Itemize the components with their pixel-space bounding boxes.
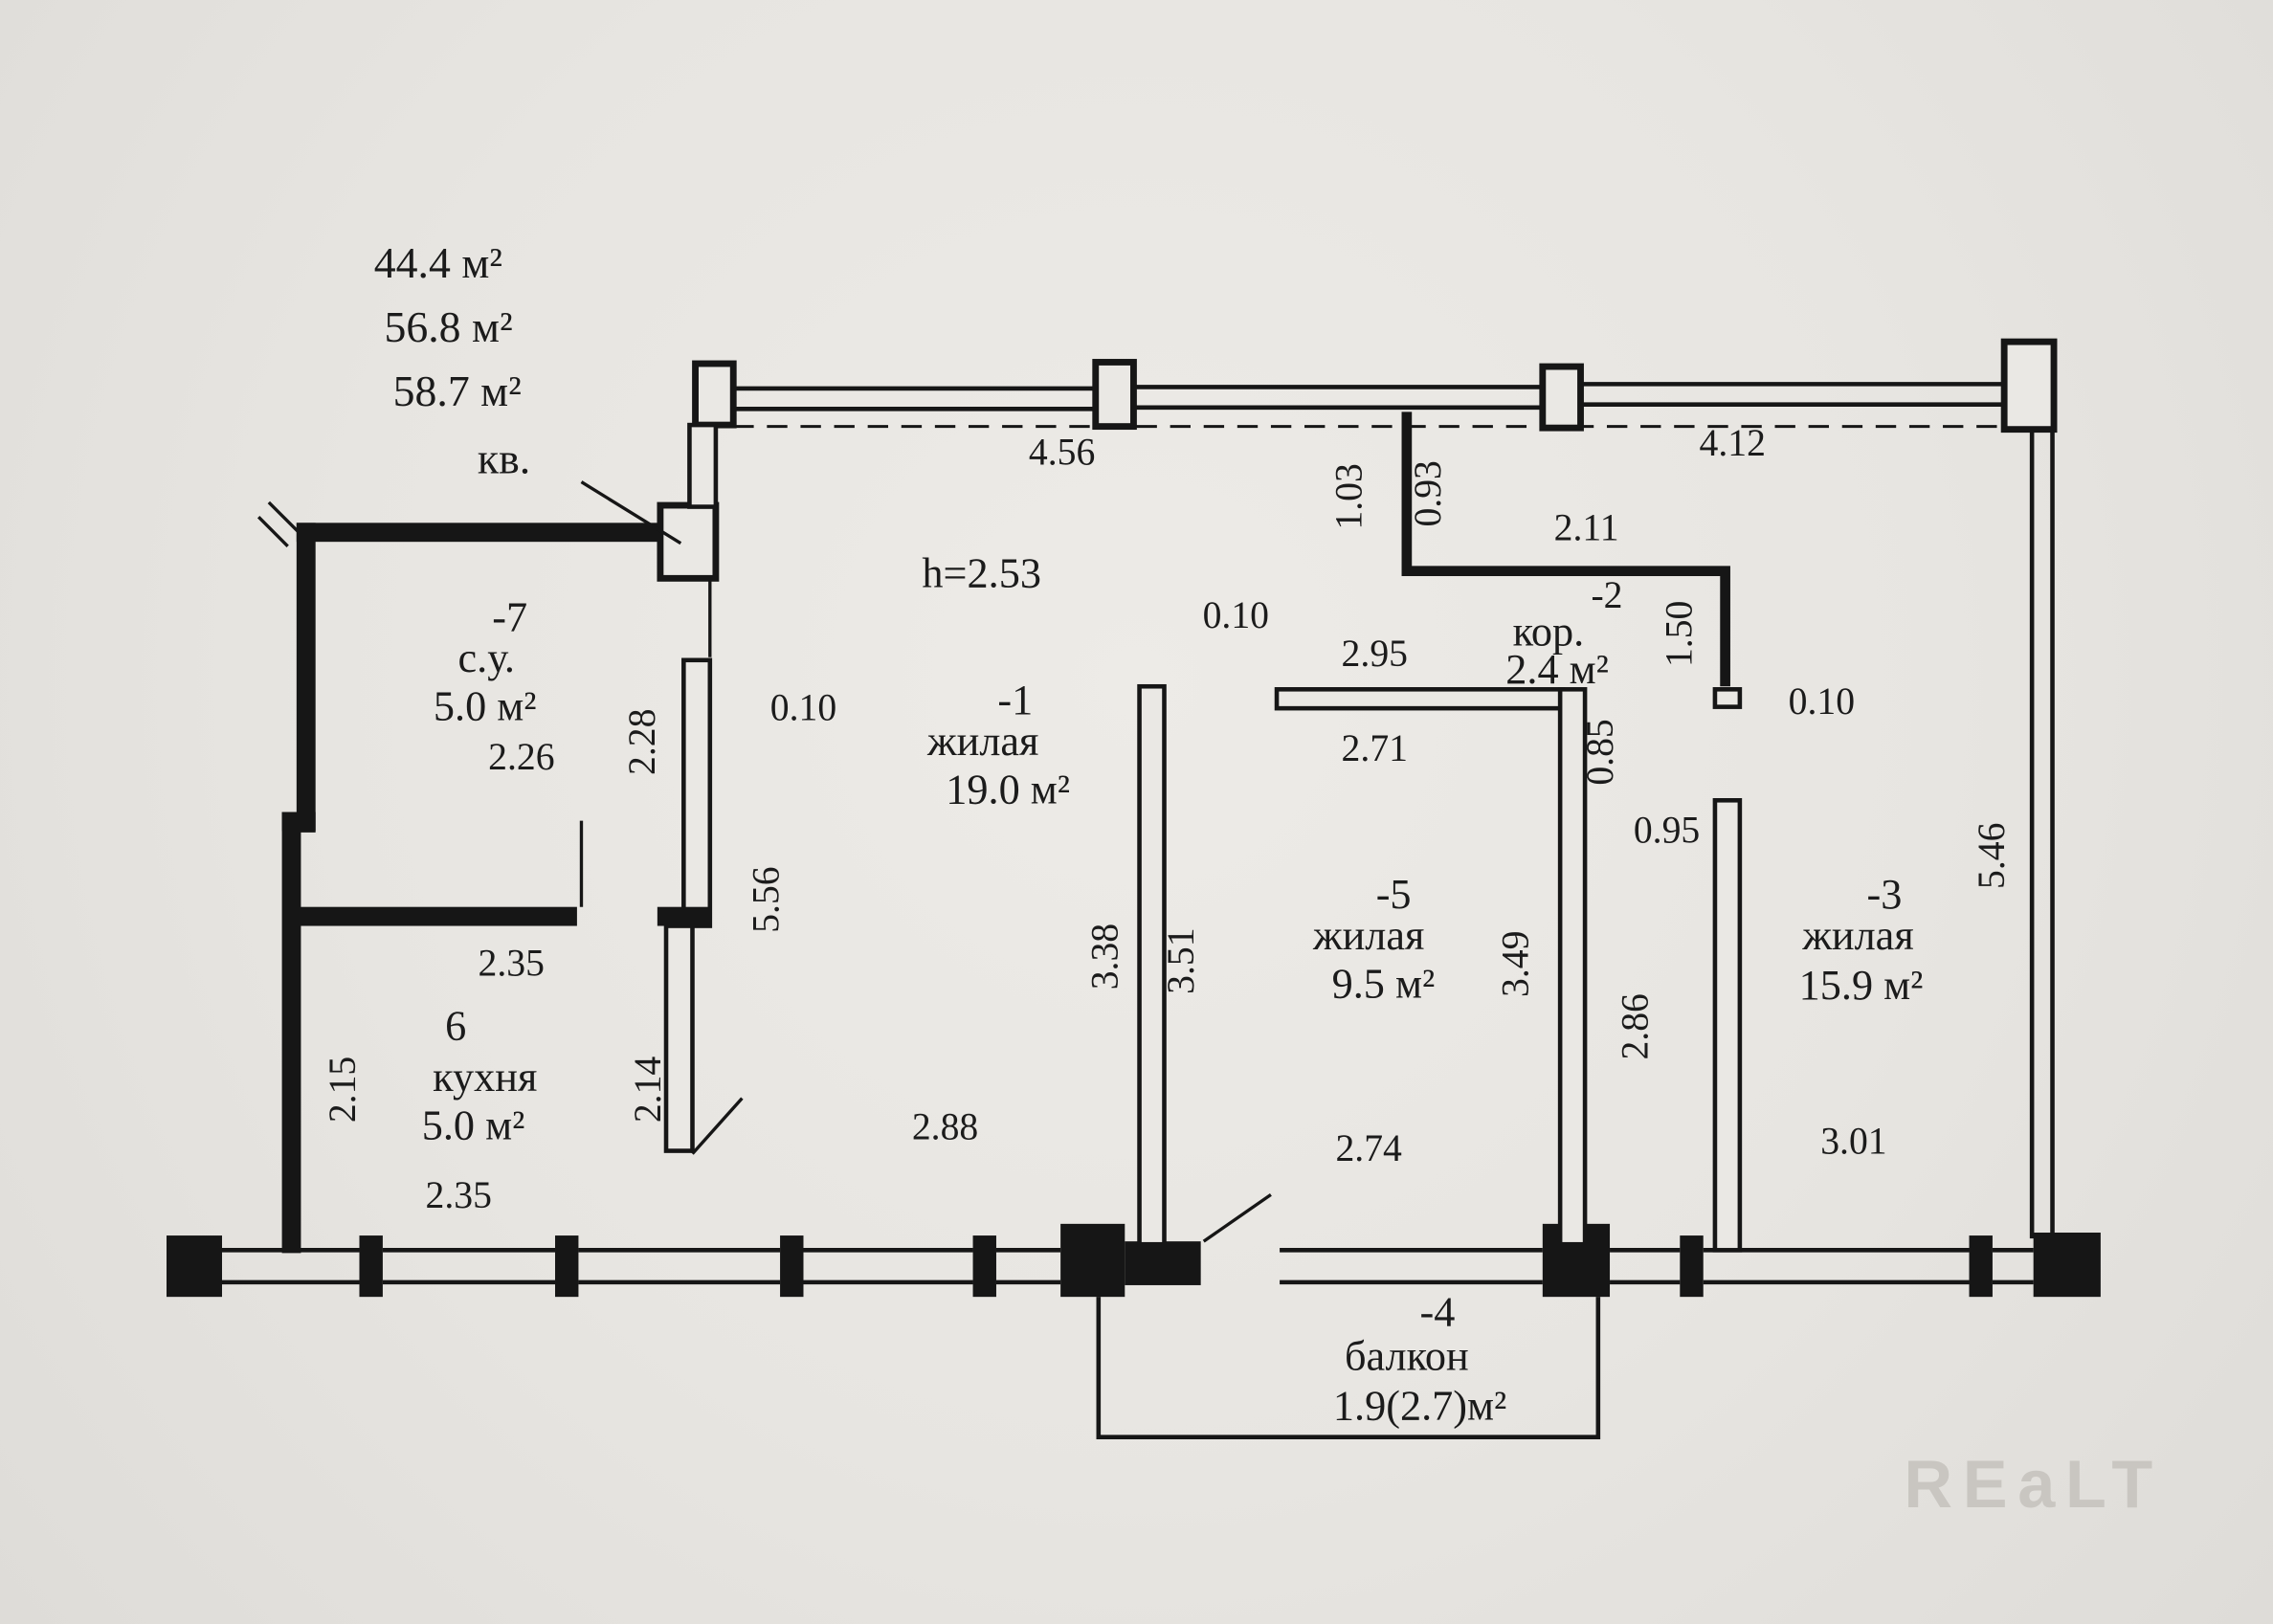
room-living1-name: жилая: [926, 718, 1038, 765]
window-pier: [1539, 363, 1584, 432]
dim-top-window-left: 4.56: [1029, 431, 1095, 473]
dim-kitchen-depth-left: 2.15: [322, 1057, 364, 1123]
dim-kitchen-width-top: 2.35: [479, 942, 545, 984]
room-living1-area: 19.0 м²: [946, 766, 1070, 812]
room-living3-area: 15.9 м²: [1799, 962, 1924, 1009]
room-balcony-name: балкон: [1345, 1332, 1469, 1379]
dim-top-window-right: 4.12: [1700, 422, 1766, 464]
dim-corridor-width: 2.11: [1554, 507, 1619, 549]
room-corridor-area: 2.4 м²: [1505, 646, 1609, 693]
interior-walls: [1137, 683, 1743, 1253]
window-pier: [2000, 338, 2058, 434]
room1-upper-left-wall: [687, 422, 719, 509]
dim-passage-depth: 2.86: [1615, 993, 1657, 1059]
dim-corridor-door-width: 0.85: [1579, 719, 1621, 785]
wall-room3-left: [1712, 798, 1743, 1253]
room-corridor-number: -2: [1591, 574, 1622, 616]
corridor-walls: [1401, 412, 1730, 687]
dim-corridor-entry-outer: 1.03: [1328, 463, 1370, 529]
dim-bathroom-depth: 2.28: [621, 709, 663, 775]
dim-wall-thickness-left: 0.10: [770, 686, 836, 728]
balcony-walls: [1096, 1297, 1601, 1439]
dim-wall-thickness-right: 0.10: [1789, 680, 1855, 723]
dim-room3-depth-right: 5.46: [1971, 823, 2013, 889]
wall-room5-passage: [1557, 687, 1588, 1247]
window-pier: [692, 360, 737, 429]
top-window-wall: [692, 338, 2058, 434]
room-bathroom-number: -7: [492, 593, 527, 640]
dim-room5-depth: 3.49: [1495, 930, 1537, 996]
dim-corridor-passage-width: 0.95: [1634, 810, 1700, 852]
room-bathroom-name: с.у.: [458, 634, 515, 681]
dim-kitchen-depth-right: 2.14: [627, 1057, 669, 1123]
room-bathroom-area: 5.0 м²: [434, 682, 537, 729]
dim-room1-depth-left: 5.56: [746, 866, 788, 932]
room-kitchen-area: 5.0 м²: [422, 1101, 525, 1148]
dim-room5-inner-width: 2.71: [1342, 727, 1408, 769]
room-living5-area: 9.5 м²: [1332, 960, 1436, 1007]
dim-corridor-entry-inner: 0.93: [1407, 460, 1449, 526]
dim-wall-thickness-top: 0.10: [1203, 594, 1269, 636]
room-living1-number: -1: [997, 677, 1033, 723]
room-living5-name: жилая: [1312, 912, 1424, 959]
dim-room5-width-bottom: 2.74: [1335, 1127, 1402, 1169]
window-pier: [1092, 359, 1137, 431]
room-kitchen-name: кухня: [433, 1054, 537, 1101]
apartment-label: кв.: [478, 434, 530, 482]
dim-bathroom-width-top: 2.26: [488, 736, 554, 778]
bathroom-walls: [256, 501, 720, 1254]
wall-pier: [657, 501, 720, 582]
dim-room1-width-bottom: 2.88: [912, 1105, 978, 1147]
dim-corridor-depth: 1.50: [1659, 601, 1701, 667]
ceiling-height-label: h=2.53: [922, 549, 1041, 596]
total-area-2: 56.8 м²: [384, 302, 512, 351]
dim-room1-depth-b: 3.51: [1160, 927, 1202, 993]
room-living3-number: -3: [1867, 871, 1903, 918]
total-area-1: 44.4 м²: [374, 238, 502, 287]
total-area-3: 58.7 м²: [393, 367, 522, 415]
dim-room1-depth-a: 3.38: [1084, 923, 1126, 990]
dim-room5-top-width: 2.95: [1342, 633, 1408, 675]
room-living5-number: -5: [1376, 871, 1412, 918]
room-living3-name: жилая: [1801, 912, 1913, 959]
room-corridor-name: кор.: [1513, 609, 1585, 656]
wall-room3-left-top: [1712, 687, 1743, 709]
wall-room1-room5: [1137, 683, 1167, 1247]
apartment-leader-line: [580, 480, 682, 545]
kitchen-walls: [663, 923, 744, 1155]
room-kitchen-number: 6: [445, 1003, 466, 1050]
bottom-exterior-wall: [167, 1192, 2101, 1298]
room-balcony-number: -4: [1419, 1289, 1455, 1336]
dim-kitchen-width-bottom: 2.35: [426, 1174, 492, 1216]
room-balcony-area: 1.9(2.7)м²: [1333, 1382, 1506, 1429]
realt-watermark: REaLT: [1904, 1446, 2163, 1522]
dim-room3-width-bottom: 3.01: [1820, 1121, 1886, 1163]
door-swing: [691, 1097, 744, 1155]
exterior-right-wall: [2029, 429, 2055, 1239]
balcony-door-swing: [1202, 1192, 1272, 1243]
